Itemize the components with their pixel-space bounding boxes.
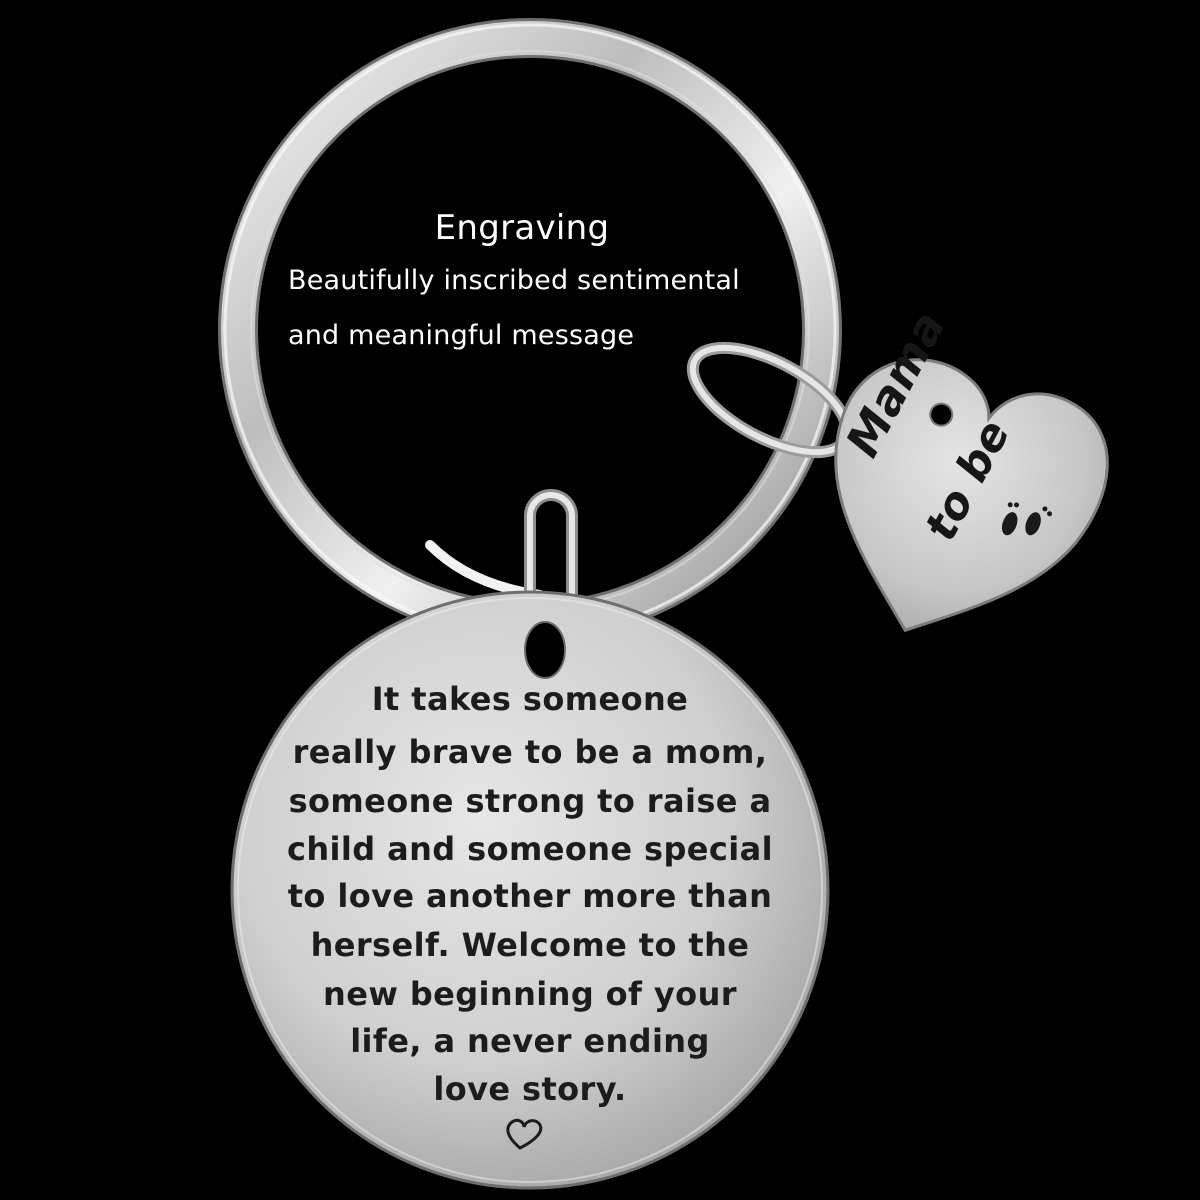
round-tag-disc (230, 590, 830, 1190)
tag-text-line-6: herself. Welcome to the (310, 926, 750, 964)
tag-text-line-7: new beginning of your (323, 975, 737, 1013)
tag-text-line-3: someone strong to raise a (288, 782, 772, 820)
tag-text-line-1: It takes someone (371, 680, 689, 718)
tag-text-line-8: life, a never ending (350, 1022, 710, 1060)
tag-text-line-5: to love another more than (287, 877, 773, 915)
engraving-subtitle-line-2: and meaningful message (288, 320, 635, 351)
engraving-subtitle-line-1: Beautifully inscribed sentimental (288, 265, 740, 296)
heart-charm (834, 358, 1109, 633)
tag-text-line-9: love story. (433, 1070, 627, 1108)
tag-text-line-2: really brave to be a mom, (292, 733, 768, 771)
baby-footprints-icon (1001, 502, 1053, 536)
tag-text-line-4: child and someone special (287, 830, 773, 868)
heart-outline-icon (506, 1118, 543, 1150)
engraving-title: Engraving (434, 208, 610, 248)
